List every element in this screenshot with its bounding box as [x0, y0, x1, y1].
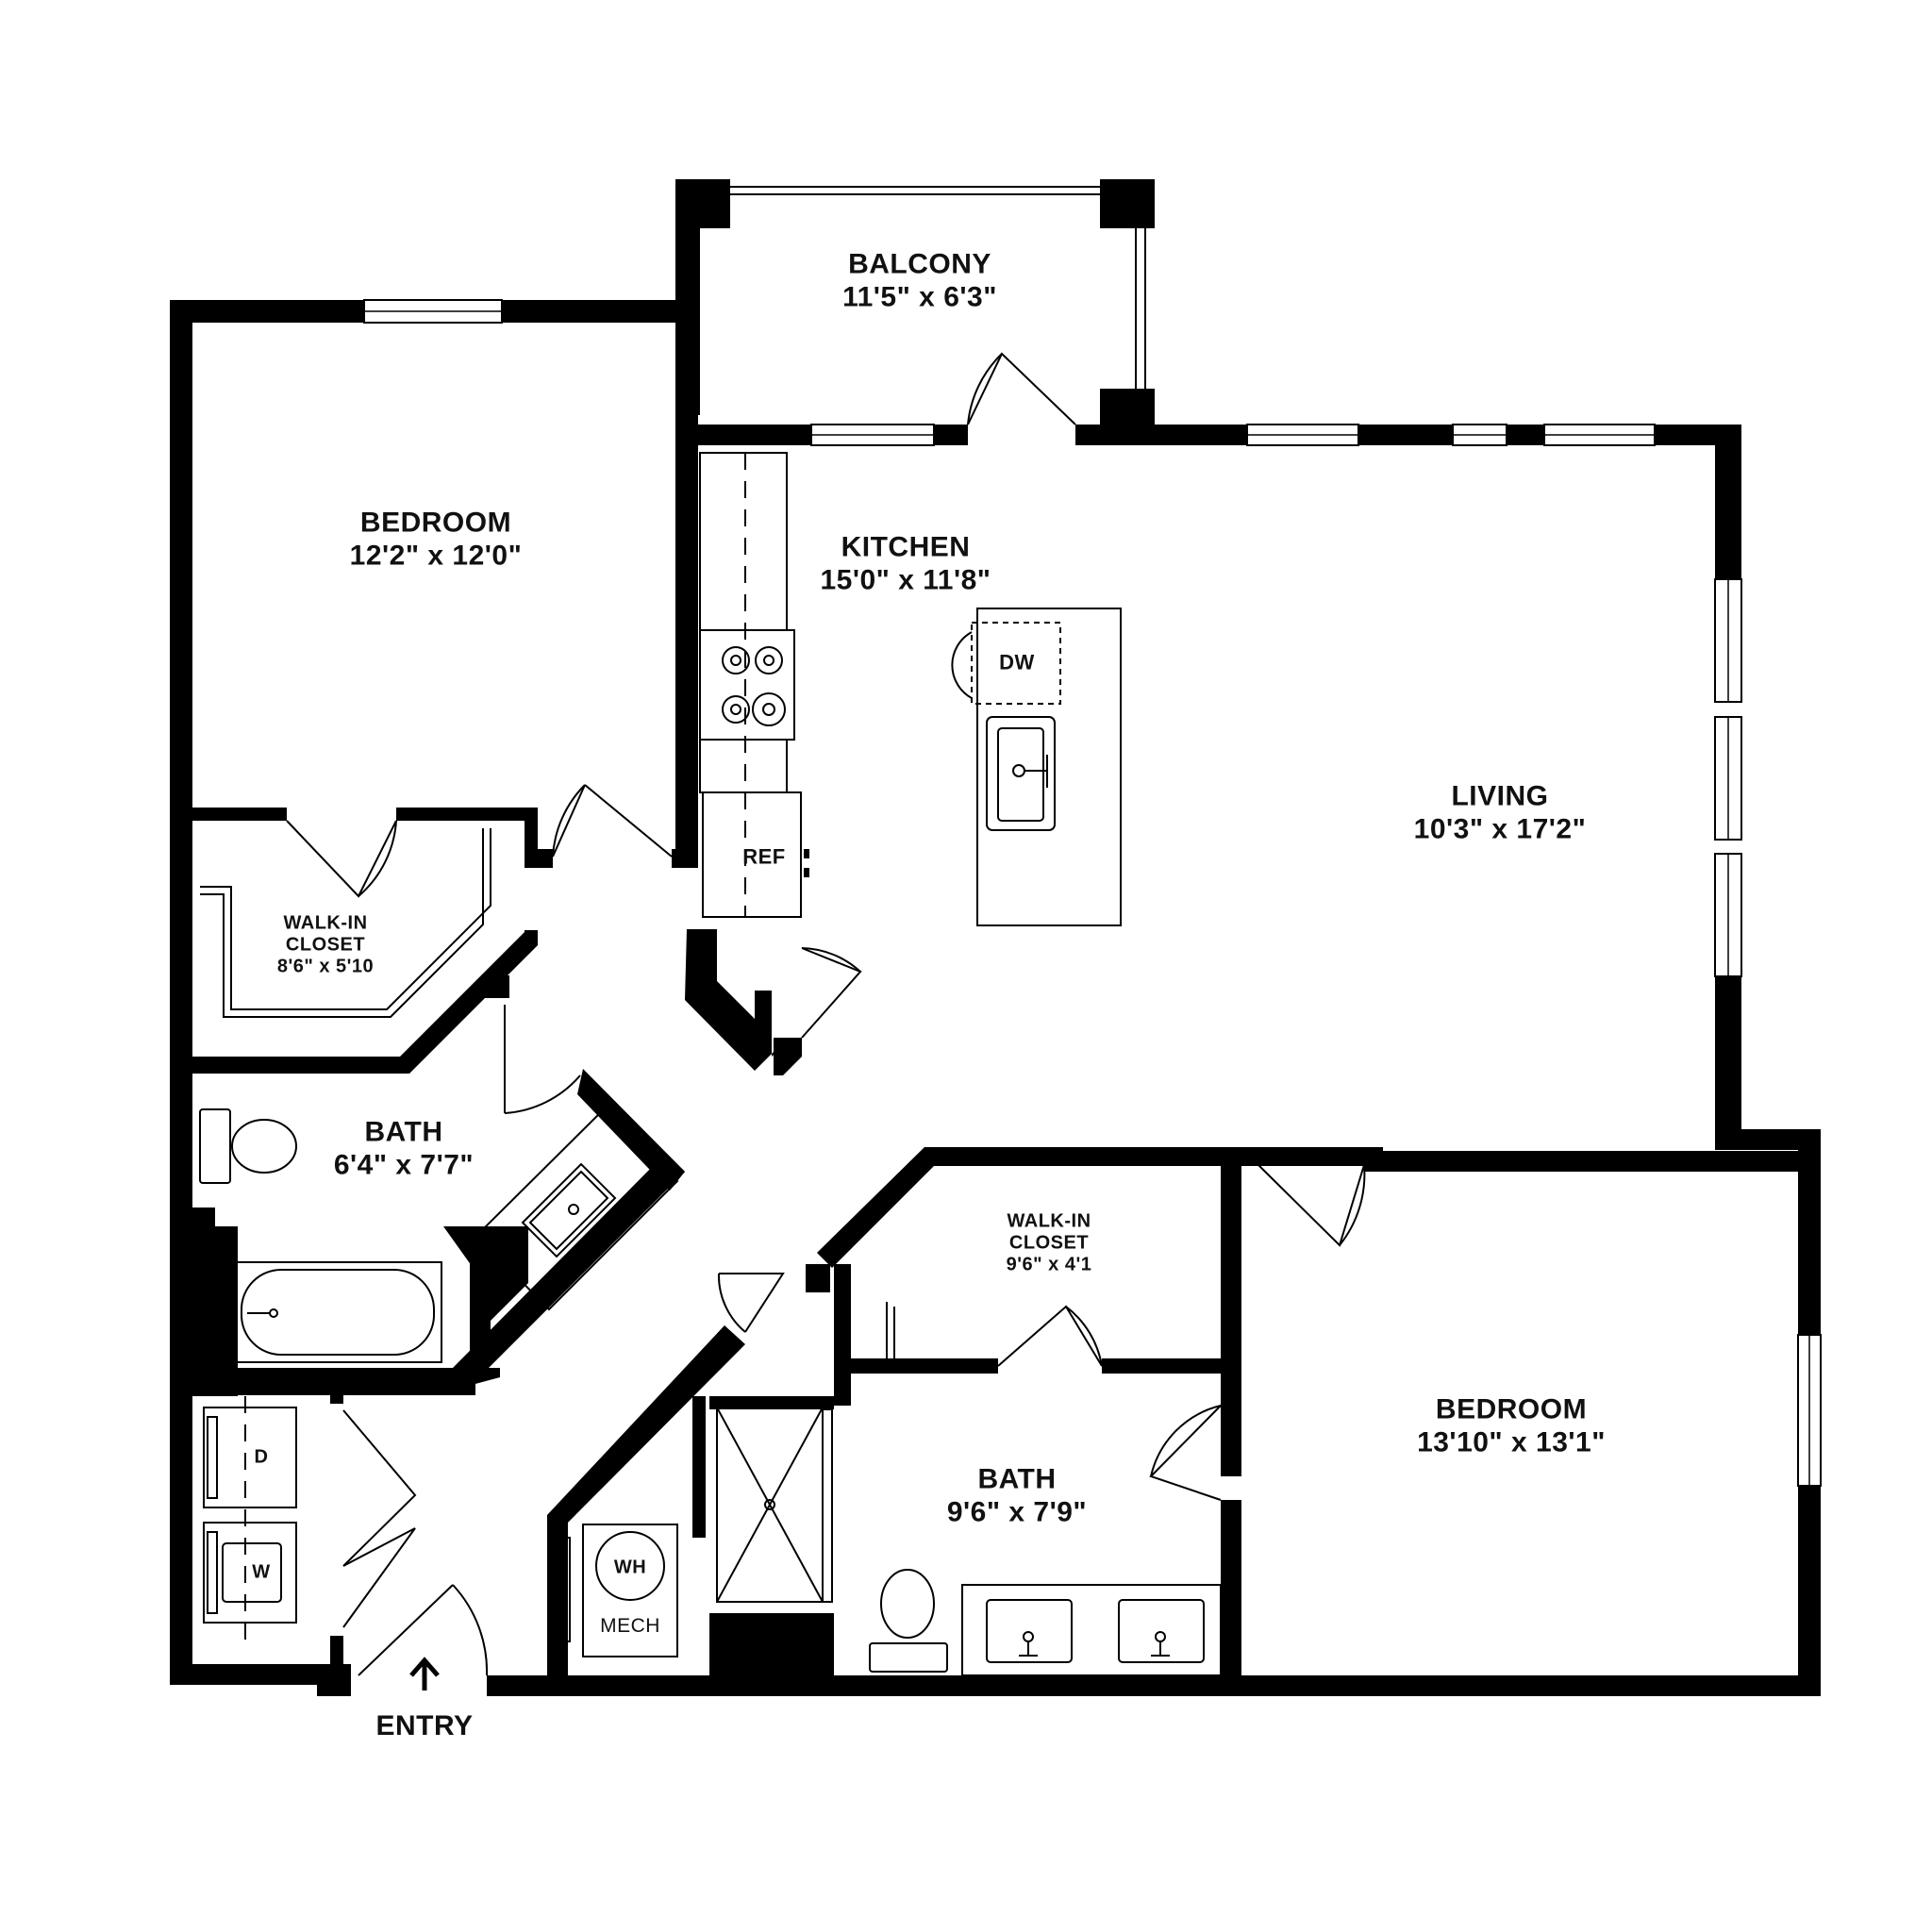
kitchen-island	[951, 608, 1122, 926]
refrigerator-label: REF	[742, 844, 786, 869]
room-name: KITCHEN	[841, 531, 971, 563]
room-dimensions: 9'6" x 4'1	[1006, 1254, 1092, 1275]
room-dimensions: 15'0" x 11'8"	[820, 564, 991, 595]
room-dimensions: 12'2" x 12'0"	[349, 540, 523, 571]
room-name: LIVING	[1451, 780, 1549, 812]
room-dimensions: 11'5" x 6'3"	[842, 281, 997, 312]
dishwasher-label: DW	[999, 650, 1035, 675]
room-dimensions: 13'10" x 13'1"	[1417, 1426, 1606, 1457]
windows	[363, 299, 1822, 1487]
room-dimensions: 8'6" x 5'10	[276, 956, 375, 977]
room-name-line1: WALK-IN	[1007, 1210, 1091, 1232]
washer-label: W	[252, 1561, 271, 1583]
bedroom2-label: BEDROOM 13'10" x 13'1"	[1417, 1394, 1606, 1459]
door-swings	[286, 352, 1366, 1676]
room-name: BEDROOM	[1435, 1393, 1588, 1425]
balcony-label: BALCONY 11'5" x 6'3"	[842, 249, 997, 314]
mech-closet	[561, 1524, 678, 1657]
room-dimensions: 6'4" x 7'7"	[333, 1149, 475, 1180]
room-name-line2: CLOSET	[1008, 1232, 1090, 1254]
mech-label: MECH	[600, 1614, 660, 1637]
room-name-line2: CLOSET	[285, 934, 366, 956]
room-name: BATH	[364, 1116, 443, 1148]
bath1-fixtures	[199, 1108, 679, 1363]
room-dimensions: 10'3" x 17'2"	[1413, 813, 1587, 844]
room-name: BEDROOM	[359, 507, 512, 539]
room-dimensions: 9'6" x 7'9"	[946, 1496, 1088, 1527]
walls	[170, 179, 1821, 1696]
water-heater-label: WH	[613, 1557, 647, 1578]
laundry-machines	[203, 1396, 297, 1649]
kitchen-counters	[699, 452, 802, 918]
balcony-railings	[730, 186, 1146, 389]
refrigerator-handles	[804, 849, 809, 877]
entry-arrow-icon	[409, 1657, 440, 1690]
dryer-label: D	[254, 1446, 269, 1468]
bath2-label: BATH 9'6" x 7'9"	[947, 1464, 1087, 1529]
room-name: BATH	[977, 1463, 1057, 1495]
closet2-label: WALK-IN CLOSET 9'6" x 4'1	[1007, 1211, 1092, 1276]
bath2-fixtures	[716, 1407, 1222, 1676]
room-name-line1: WALK-IN	[283, 912, 368, 934]
living-label: LIVING 10'3" x 17'2"	[1414, 781, 1587, 846]
stove-icon	[722, 646, 786, 726]
kitchen-label: KITCHEN 15'0" x 11'8"	[820, 532, 991, 597]
closet-shelves	[200, 828, 895, 1358]
entry-label: ENTRY	[375, 1709, 474, 1741]
room-name: BALCONY	[848, 248, 991, 280]
window-lines	[364, 310, 1810, 1486]
bath1-label: BATH 6'4" x 7'7"	[334, 1117, 474, 1182]
bedroom1-label: BEDROOM 12'2" x 12'0"	[350, 508, 523, 573]
closet1-label: WALK-IN CLOSET 8'6" x 5'10	[277, 913, 374, 978]
